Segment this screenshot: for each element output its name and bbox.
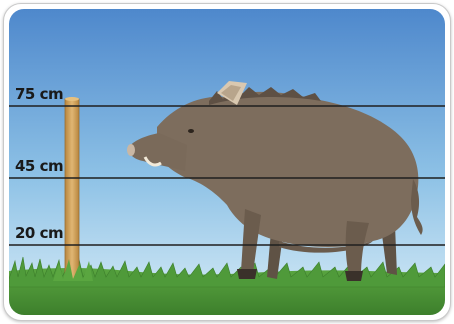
wire-label-20cm: 20 cm xyxy=(15,224,64,242)
fence-scene: 75 cm 45 cm 20 cm xyxy=(9,9,445,315)
illustration-frame: 75 cm 45 cm 20 cm xyxy=(3,3,451,321)
wire-label-75cm: 75 cm xyxy=(15,85,64,103)
boar-illustration xyxy=(127,81,423,281)
wire-label-45cm: 45 cm xyxy=(15,157,64,175)
fence-illustration xyxy=(9,9,445,315)
fence-post xyxy=(64,98,80,280)
